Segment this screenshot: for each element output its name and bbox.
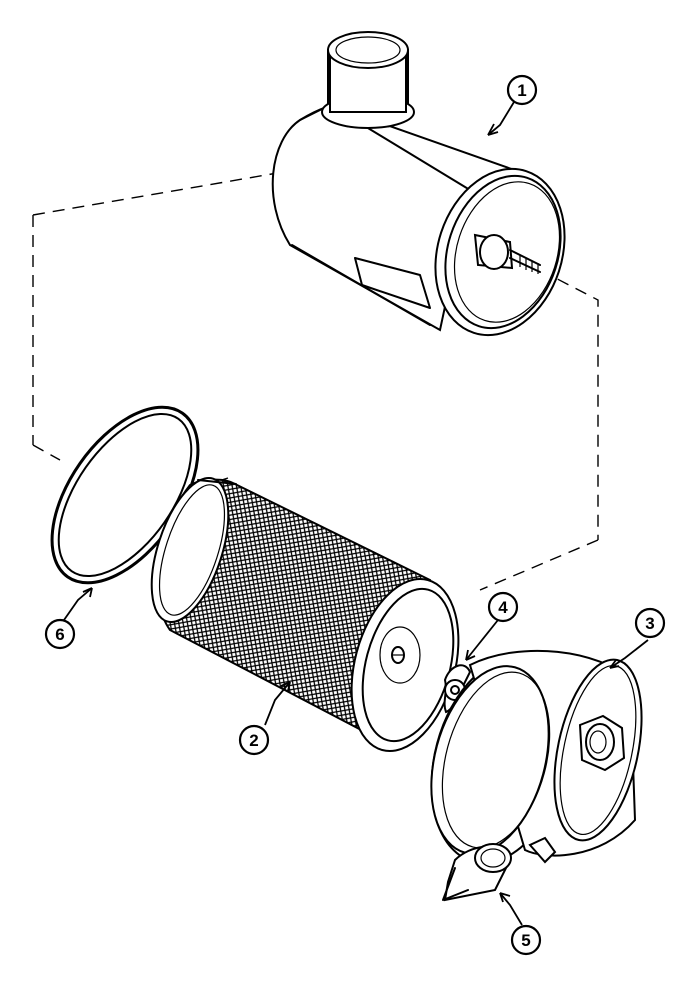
svg-text:3: 3 [645, 614, 654, 633]
leader-2 [264, 681, 291, 726]
leader-5 [499, 892, 523, 926]
callout-3: 3 [634, 607, 666, 639]
filter-element [150, 476, 460, 752]
callout-4: 4 [487, 591, 519, 623]
callout-leaders [63, 101, 649, 926]
leader-4 [465, 619, 499, 661]
callout-2: 2 [238, 724, 270, 756]
leader-6 [63, 587, 93, 621]
svg-text:2: 2 [249, 731, 258, 750]
air-cleaner-housing [271, 31, 566, 337]
callout-1: 1 [506, 74, 538, 106]
svg-text:1: 1 [517, 81, 526, 100]
svg-text:5: 5 [521, 931, 530, 950]
leader-3 [609, 639, 649, 669]
end-cover [430, 649, 643, 864]
leader-1 [487, 101, 515, 136]
svg-text:6: 6 [55, 625, 64, 644]
svg-text:4: 4 [498, 598, 508, 617]
callout-5: 5 [510, 924, 542, 956]
dust-valve [442, 843, 512, 902]
callout-6: 6 [44, 618, 76, 650]
